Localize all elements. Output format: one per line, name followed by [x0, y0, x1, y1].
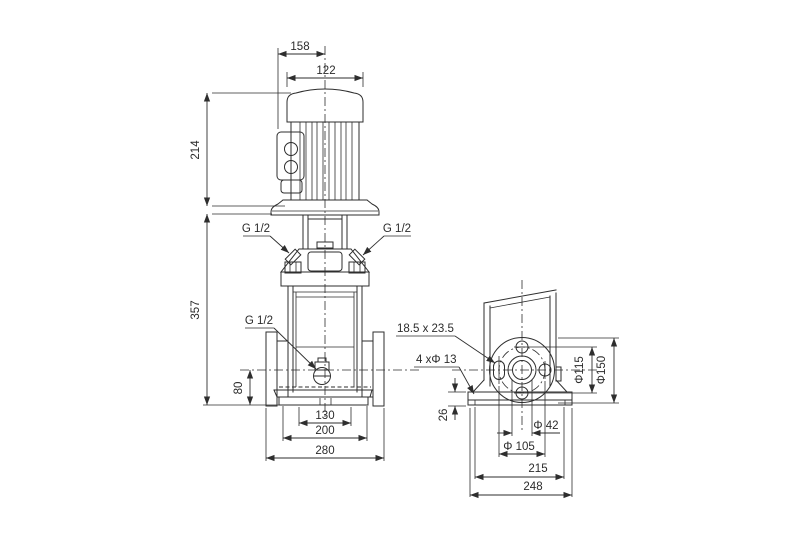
- dim-105: Φ 105: [498, 381, 546, 458]
- dim-158-label: 158: [290, 41, 309, 53]
- motor-cooling-fins: [299, 122, 353, 200]
- label-plug-left: G 1/2: [242, 223, 290, 254]
- cable-entry-top: [284, 142, 298, 156]
- dim-214-label: 214: [190, 140, 202, 160]
- label-base-holes: 4 xΦ 13: [414, 354, 475, 395]
- dim-248-label: 248: [523, 481, 542, 493]
- dim-42: Φ 42: [497, 380, 560, 437]
- shaft-nub: [316, 241, 334, 249]
- pump-base: [273, 389, 373, 406]
- dim-115: Φ115: [530, 346, 597, 394]
- dim-150-label: Φ150: [596, 356, 608, 384]
- dim-80: 80: [233, 369, 254, 406]
- dim-105-label: Φ 105: [503, 441, 535, 453]
- dim-280: 280: [265, 408, 385, 462]
- dim-200-label: 200: [315, 425, 334, 437]
- dim-200: 200: [282, 406, 368, 442]
- motor-fan-cover: [286, 88, 364, 123]
- flange-outer-circle: [489, 337, 555, 403]
- raised-face-circle: [507, 355, 537, 385]
- base-holes-label: 4 xΦ 13: [416, 354, 457, 366]
- dim-248: 248: [469, 408, 573, 499]
- dim-215: 215: [474, 407, 565, 481]
- head-plate: [307, 251, 343, 272]
- base-plate: [467, 379, 573, 406]
- flange-left-neck: [276, 340, 289, 398]
- dim-26: 26: [438, 378, 466, 421]
- label-drain: G 1/2: [245, 315, 317, 370]
- pump-column: [483, 289, 562, 387]
- plug-right-label: G 1/2: [383, 223, 411, 235]
- dim-122-label: 122: [316, 65, 335, 77]
- dim-130: 130: [298, 407, 352, 427]
- dim-26-label: 26: [438, 409, 450, 422]
- plug-left-nut: [284, 261, 302, 274]
- flange-right-plate: [372, 331, 385, 407]
- dim-357-label: 357: [190, 300, 202, 319]
- drain-plug: [313, 357, 331, 385]
- drain-label: G 1/2: [245, 315, 273, 327]
- slot-label: 18.5 x 23.5: [397, 323, 454, 335]
- dim-280-label: 280: [315, 445, 334, 457]
- plug-right-nut: [348, 261, 366, 274]
- column-clip: [555, 366, 562, 382]
- dim-150: Φ150: [558, 337, 619, 404]
- right-view-side-elevation: 18.5 x 23.5 4 xΦ 13 Φ115 Φ150: [396, 280, 619, 499]
- dim-158: 158: [277, 41, 326, 129]
- dim-80-label: 80: [233, 382, 245, 395]
- flange-right-neck: [361, 340, 374, 398]
- flange-left-plate: [265, 331, 278, 407]
- dim-122: 122: [286, 65, 364, 87]
- dim-42-label: Φ 42: [533, 420, 558, 432]
- dim-215-label: 215: [528, 463, 547, 475]
- chamber-stack: [279, 285, 371, 393]
- cable-entry-bottom: [284, 160, 298, 174]
- dim-115-label: Φ115: [574, 356, 586, 384]
- dim-357: 357: [190, 213, 279, 406]
- left-view-front-elevation: 158 122 214 357 80: [190, 41, 420, 462]
- pump-head: [279, 214, 371, 287]
- terminal-box-bracket: [280, 179, 303, 194]
- dim-130-label: 130: [315, 410, 334, 422]
- plug-left-label: G 1/2: [242, 223, 270, 235]
- label-plug-right: G 1/2: [362, 223, 411, 256]
- dim-214: 214: [190, 92, 291, 207]
- head-flange: [280, 271, 370, 287]
- flange-face: [489, 337, 555, 403]
- motor: [270, 88, 380, 216]
- bore-circle: [512, 360, 532, 380]
- break-line: [483, 289, 557, 304]
- label-slot: 18.5 x 23.5: [396, 323, 496, 364]
